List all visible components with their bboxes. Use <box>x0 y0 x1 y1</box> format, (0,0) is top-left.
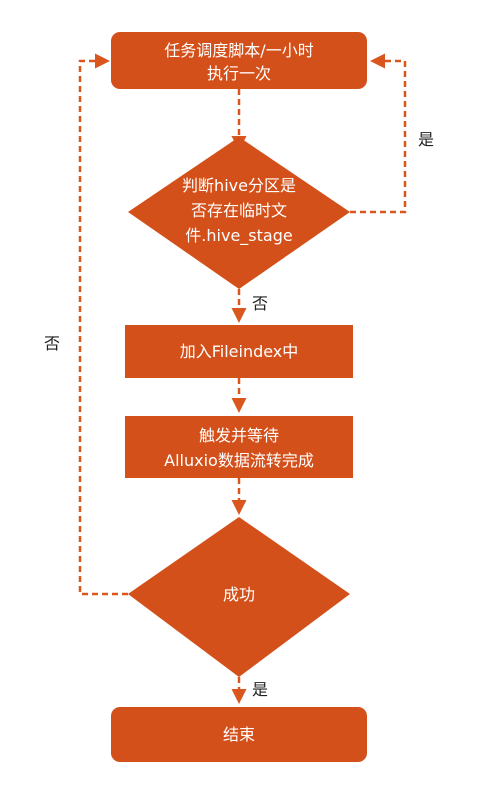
node-end-shape <box>111 707 367 762</box>
edge-label-success-yes: 是 <box>252 680 268 699</box>
node-success: 成功 <box>128 517 350 677</box>
node-add-shape <box>125 325 353 378</box>
node-wait-line-2: Alluxio数据流转完成 <box>164 451 314 470</box>
edge-check-yes-loop <box>350 53 407 214</box>
node-task-shape <box>111 32 367 89</box>
node-task: 任务调度脚本/一小时 执行一次 <box>111 32 367 89</box>
node-add: 加入Fileindex中 <box>125 325 353 378</box>
node-success-shape <box>128 517 350 677</box>
edge-label-check-yes: 是 <box>418 130 434 149</box>
edge-label-success-no: 否 <box>44 334 60 353</box>
node-task-line-1: 任务调度脚本/一小时 <box>164 41 313 60</box>
node-check-line-2: 否存在临时文 <box>191 201 287 220</box>
node-check-line-3: 件.hive_stage <box>185 226 292 246</box>
node-wait: 触发并等待 Alluxio数据流转完成 <box>125 416 353 478</box>
node-add-line-1: 加入Fileindex中 <box>180 342 299 361</box>
node-wait-line-1: 触发并等待 <box>199 426 279 445</box>
node-end-line-1: 结束 <box>223 725 255 744</box>
edge-label-check-no: 否 <box>252 294 268 313</box>
node-check-shape <box>128 137 350 289</box>
node-check-line-1: 判断hive分区是 <box>182 176 296 195</box>
edge-success-no-loop <box>78 53 128 596</box>
node-task-line-2: 执行一次 <box>207 64 271 83</box>
node-check: 判断hive分区是 否存在临时文 件.hive_stage <box>128 137 350 289</box>
node-wait-shape <box>125 416 353 478</box>
node-end: 结束 <box>111 707 367 762</box>
node-success-line-1: 成功 <box>223 585 255 604</box>
